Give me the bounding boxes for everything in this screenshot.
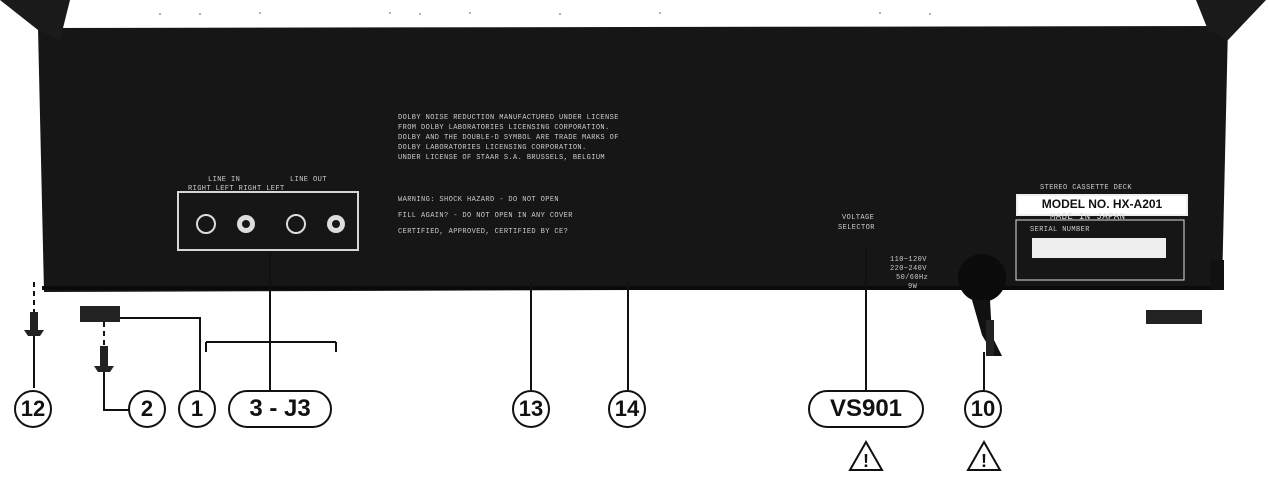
line-out-label: LINE OUT bbox=[290, 176, 327, 184]
model-plate: MODEL NO. HX-A201 bbox=[1016, 194, 1188, 216]
callout-13: 13 bbox=[512, 390, 550, 428]
rca-jacks bbox=[196, 214, 345, 234]
callout-1: 1 bbox=[178, 390, 216, 428]
warning-triangle-icon: ! bbox=[848, 439, 884, 472]
svg-text:!: ! bbox=[981, 451, 987, 471]
callout-10: 10 bbox=[964, 390, 1002, 428]
jack-channel-labels: RIGHT LEFT RIGHT LEFT bbox=[188, 185, 285, 193]
warning-triangle-icon: ! bbox=[966, 439, 1002, 472]
callout-12: 12 bbox=[14, 390, 52, 428]
line-in-label: LINE IN bbox=[208, 176, 241, 184]
nameplate-heading: STEREO CASSETTE DECK bbox=[1040, 184, 1133, 192]
made-in-japan: MADE IN JAPAN bbox=[1050, 212, 1126, 222]
serial-plate bbox=[1032, 238, 1166, 258]
callout-2: 2 bbox=[128, 390, 166, 428]
callout-vs901: VS901 bbox=[808, 390, 924, 428]
svg-text:!: ! bbox=[863, 451, 869, 471]
callout-14: 14 bbox=[608, 390, 646, 428]
callout-3-j3: 3 - J3 bbox=[228, 390, 332, 428]
serial-label: SERIAL NUMBER bbox=[1030, 226, 1090, 234]
